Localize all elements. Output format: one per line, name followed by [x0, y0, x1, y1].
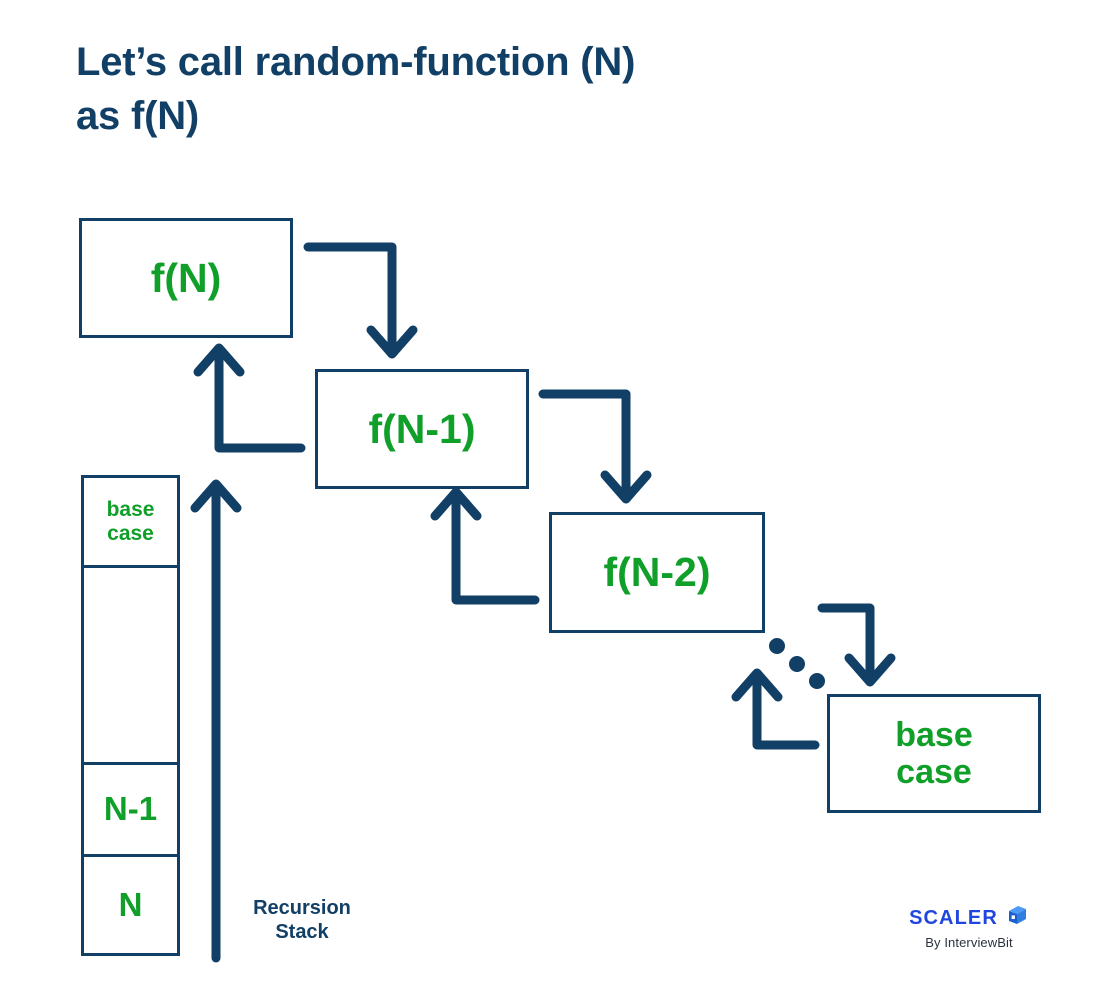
- logo-tagline: By InterviewBit: [925, 935, 1013, 950]
- node-box-fn[interactable]: f(N): [79, 218, 293, 338]
- node-label-base-case: base case: [895, 715, 973, 791]
- node-box-fn-minus-2[interactable]: f(N-2): [549, 512, 765, 633]
- recursion-stack-caption: Recursion Stack: [253, 897, 351, 944]
- stack-cell-n[interactable]: N: [118, 885, 143, 923]
- arrow-call-fn-to-fn1: [303, 242, 418, 359]
- ellipsis-dots-icon: [769, 638, 825, 689]
- page-title: Let’s call random-function (N) as f(N): [76, 40, 636, 138]
- arrow-call-fn2-to-basecase: [817, 603, 896, 687]
- node-box-fn-minus-1[interactable]: f(N-1): [315, 369, 529, 489]
- arrow-call-fn1-to-fn2: [538, 389, 652, 504]
- recursion-stack: base case N-1 N: [81, 475, 180, 956]
- cube-icon: [1005, 903, 1029, 932]
- stack-cell-n-minus-1[interactable]: N-1: [84, 765, 177, 857]
- arrow-return-basecase-to-fn2: [731, 668, 820, 750]
- arrow-return-fn1-to-fn: [193, 343, 306, 453]
- node-label-fn: f(N): [150, 254, 222, 301]
- node-label-fn-minus-2: f(N-2): [603, 549, 711, 596]
- logo-wordmark: SCALER: [909, 906, 998, 929]
- node-box-base-case[interactable]: base case: [827, 694, 1041, 813]
- scaler-logo: SCALER By InterviewBit: [895, 903, 1043, 949]
- logo-row: SCALER: [895, 903, 1043, 932]
- node-label-fn-minus-1: f(N-1): [368, 405, 476, 452]
- arrow-return-fn2-to-fn1: [430, 487, 540, 605]
- stack-cell-empty[interactable]: [84, 568, 177, 765]
- arrow-recursion-stack: [190, 479, 242, 963]
- stack-cell-base-case[interactable]: base case: [84, 478, 177, 568]
